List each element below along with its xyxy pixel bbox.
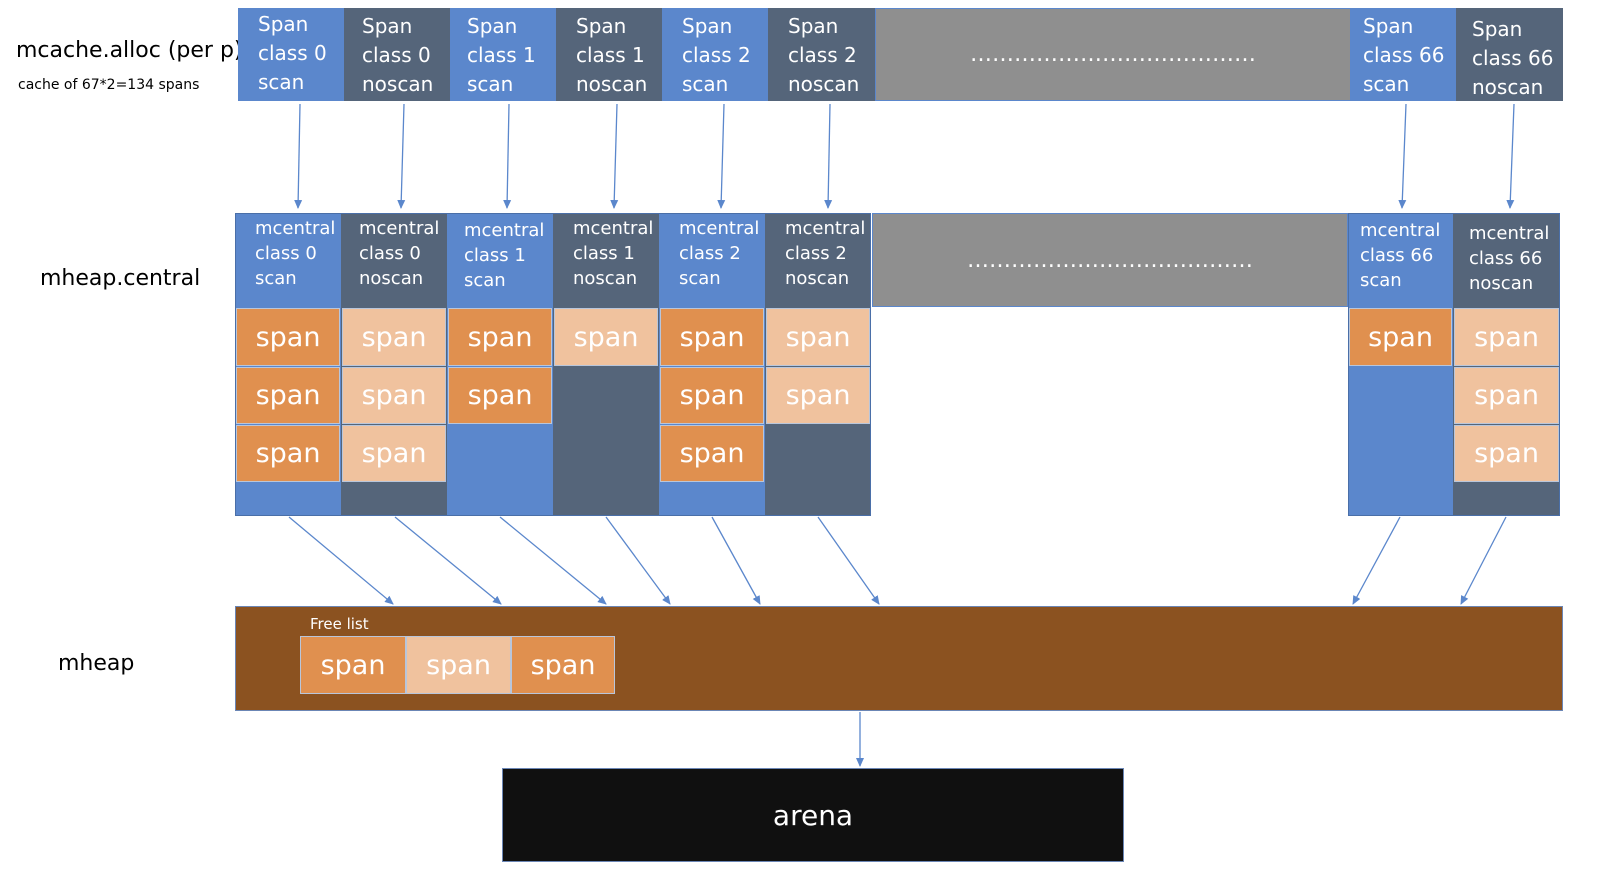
mcache-ellipsis-block: ………………………………… xyxy=(875,8,1351,101)
mcache-subtitle: cache of 67*2=134 spans xyxy=(18,77,200,93)
central-span: span xyxy=(342,425,446,482)
central-span: span xyxy=(236,425,340,482)
central-class2-noscan: mcentral class 2 noscan xyxy=(785,218,866,289)
arrow-mcache-class2-scan xyxy=(717,103,726,209)
arrow-mcache-class1-noscan xyxy=(610,103,619,209)
mcache-class0-noscan: Span class 0 noscan xyxy=(344,8,450,101)
arrow-central-class66-scan xyxy=(1352,516,1401,605)
central-span: span xyxy=(448,308,552,366)
central-ellipsis: ………………………………… xyxy=(967,247,1253,273)
arrow-central-class66-noscan xyxy=(1460,516,1507,605)
mcache-class2-noscan: Span class 2 noscan xyxy=(768,8,875,101)
central-span: span xyxy=(342,367,446,424)
central-span: span xyxy=(1454,308,1559,366)
central-span: span xyxy=(766,367,870,424)
arena-block: arena xyxy=(502,768,1124,862)
mcache-class66-scan: Span class 66 scan xyxy=(1351,8,1456,101)
free-list-span: span xyxy=(511,636,615,694)
free-list-span: span xyxy=(300,636,406,694)
central-left-border xyxy=(235,213,871,516)
mcache-class1-scan: Span class 1 scan xyxy=(450,8,556,101)
central-class1-scan: mcentral class 1 scan xyxy=(464,220,545,291)
mheap-block: Free list span span span xyxy=(235,606,1563,711)
central-span: span xyxy=(236,367,340,424)
central-class0-noscan: mcentral class 0 noscan xyxy=(359,218,440,289)
arrow-mcache-class66-noscan xyxy=(1506,103,1515,209)
free-list-label: Free list xyxy=(310,615,369,633)
arrow-mcache-class2-noscan xyxy=(824,103,833,209)
arrow-central-class2-scan xyxy=(711,516,761,605)
arrow-central-class0-noscan xyxy=(394,516,502,605)
central-right-border xyxy=(1348,213,1560,516)
arrow-mcache-class0-noscan xyxy=(397,103,406,209)
mheap-title: mheap xyxy=(58,651,135,676)
arrow-central-class2-noscan xyxy=(817,516,880,605)
central-span: span xyxy=(342,308,446,366)
arrow-mcache-class0-scan xyxy=(294,103,303,209)
central-span: span xyxy=(660,367,764,424)
central-class0-scan: mcentral class 0 scan xyxy=(255,218,336,289)
central-title: mheap.central xyxy=(40,266,201,291)
central-span: span xyxy=(1349,308,1452,366)
central-class1-noscan: mcentral class 1 noscan xyxy=(573,218,654,289)
central-class66-scan: mcentral class 66 scan xyxy=(1360,220,1441,291)
central-span: span xyxy=(660,425,764,482)
mcache-title: mcache.alloc (per p) xyxy=(16,38,243,63)
central-span: span xyxy=(1454,425,1559,482)
mcache-class2-scan: Span class 2 scan xyxy=(662,8,768,101)
mcache-ellipsis: ………………………………… xyxy=(970,42,1256,67)
central-ellipsis-block: ………………………………… xyxy=(872,213,1348,307)
arrow-central-class0-scan xyxy=(288,516,394,605)
central-span: span xyxy=(766,308,870,366)
central-span: span xyxy=(660,308,764,366)
free-list-span: span xyxy=(406,636,511,694)
central-span: span xyxy=(1454,367,1559,424)
mcache-class1-noscan: Span class 1 noscan xyxy=(556,8,662,101)
central-class2-scan: mcentral class 2 scan xyxy=(679,218,760,289)
central-span: span xyxy=(554,308,658,366)
arrow-mcache-class1-scan xyxy=(503,103,512,209)
central-class66-noscan: mcentral class 66 noscan xyxy=(1469,223,1550,294)
arrow-mcache-class66-scan xyxy=(1398,103,1407,209)
central-span: span xyxy=(236,308,340,366)
central-span: span xyxy=(448,367,552,424)
mcache-class66-noscan: Span class 66 noscan xyxy=(1456,8,1563,101)
arrow-central-class1-scan xyxy=(499,516,607,605)
mcache-class0-scan: Span class 0 scan xyxy=(238,8,344,101)
arena-label: arena xyxy=(772,798,854,832)
arrow-central-class1-noscan xyxy=(605,516,671,605)
